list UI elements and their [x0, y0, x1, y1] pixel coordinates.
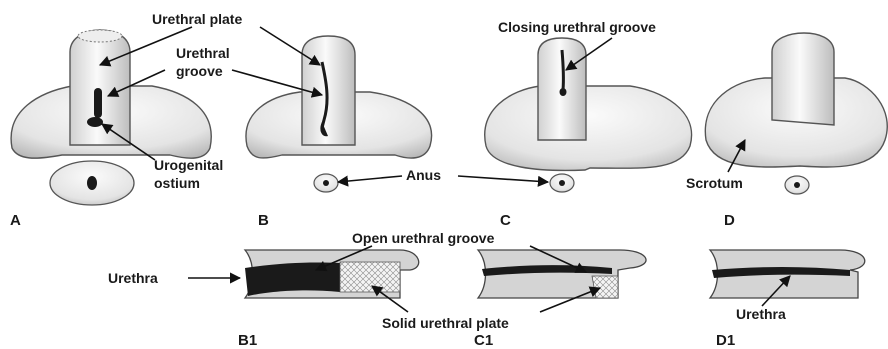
label-urogenital-line2: ostium	[154, 175, 200, 191]
pointer-anus-b	[338, 176, 402, 182]
label-urethra-left: Urethra	[108, 270, 158, 286]
label-open-groove: Open urethral groove	[352, 230, 495, 246]
stage-d-drawing	[705, 33, 887, 194]
section-c1-drawing	[478, 250, 646, 298]
panel-letter-d1: D1	[716, 332, 735, 349]
panel-letter-b1: B1	[238, 332, 257, 349]
label-closing-groove: Closing urethral groove	[498, 19, 656, 35]
section-d1-drawing	[710, 250, 865, 298]
labels: Urethral plate Urethral groove Urogenita…	[108, 11, 786, 331]
panel-letter-c: C	[500, 212, 511, 229]
stage-c-drawing	[485, 38, 692, 192]
label-scrotum: Scrotum	[686, 175, 743, 191]
stage-b-drawing	[246, 36, 432, 192]
label-solid-plate: Solid urethral plate	[382, 315, 509, 331]
panel-letter-a: A	[10, 212, 21, 229]
panel-letter-b: B	[258, 212, 269, 229]
pointer-anus-c	[458, 176, 548, 182]
label-anus: Anus	[406, 167, 441, 183]
label-urethral-groove-line2: groove	[176, 63, 223, 79]
label-urethral-groove-line1: Urethral	[176, 45, 230, 61]
label-urogenital-line1: Urogenital	[154, 157, 223, 173]
label-urethra-right: Urethra	[736, 306, 786, 322]
label-urethral-plate: Urethral plate	[152, 11, 242, 27]
section-b1-drawing	[245, 250, 419, 298]
panel-letter-d: D	[724, 212, 735, 229]
panel-letter-c1: C1	[474, 332, 493, 349]
